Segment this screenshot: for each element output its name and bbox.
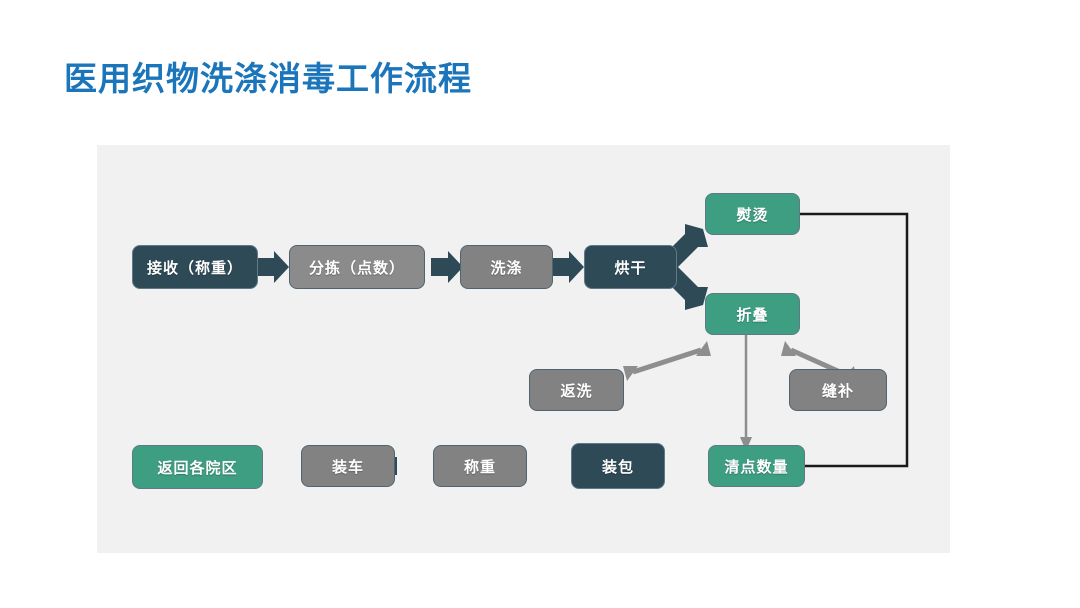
arrow-fold-rewash — [632, 347, 702, 375]
arrow-wash-to-dry — [552, 251, 584, 283]
page-title: 医用织物洗涤消毒工作流程 — [64, 60, 472, 97]
node-load[interactable]: 装车 — [301, 445, 395, 487]
node-count[interactable]: 清点数量 — [708, 445, 805, 487]
arrow-receive-to-sort — [257, 251, 289, 283]
node-return[interactable]: 返回各院区 — [132, 445, 263, 489]
node-weigh[interactable]: 称重 — [433, 445, 527, 487]
flowchart-panel: 接收（称重） 分拣（点数） 洗涤 烘干 熨烫 折叠 返洗 缝补 清点数量 装包 … — [97, 145, 950, 553]
node-mend[interactable]: 缝补 — [789, 369, 887, 411]
arrow-sort-to-wash — [431, 251, 463, 283]
line-iron-to-count — [757, 212, 909, 473]
node-sort[interactable]: 分拣（点数） — [289, 245, 425, 289]
node-wash[interactable]: 洗涤 — [460, 245, 553, 289]
arrow-fold-to-count — [740, 335, 752, 451]
arrowhead-fold-rewash — [623, 341, 711, 381]
node-rewash[interactable]: 返洗 — [529, 369, 624, 411]
connector-layer — [257, 212, 909, 482]
node-iron[interactable]: 熨烫 — [705, 193, 800, 235]
node-fold[interactable]: 折叠 — [705, 293, 800, 335]
node-dry[interactable]: 烘干 — [584, 245, 677, 289]
node-pack[interactable]: 装包 — [571, 443, 665, 489]
node-receive[interactable]: 接收（称重） — [132, 245, 258, 289]
